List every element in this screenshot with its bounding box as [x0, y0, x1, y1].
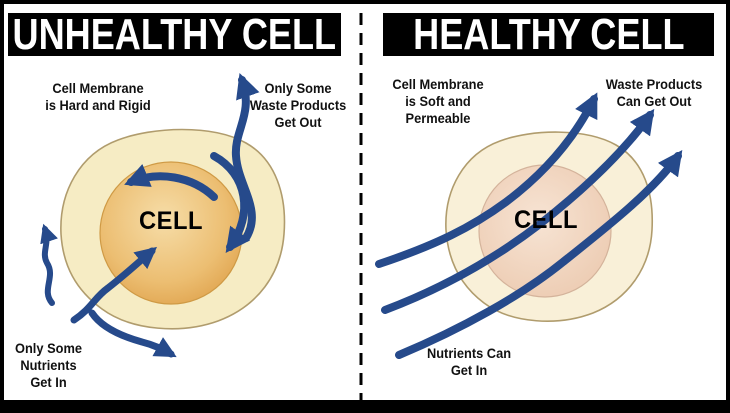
healthy-flow-arrow-top [375, 92, 598, 268]
blocked-nutrient-squiggle-arrow [40, 223, 58, 306]
healthy-membrane-note: Cell Membrane is Soft and Permeable [392, 77, 484, 126]
healthy-nutrient-note: Nutrients Can Get In [426, 346, 512, 378]
unhealthy-cell-label: CELL [139, 207, 203, 235]
healthy-waste-note: Waste Products Can Get Out [605, 77, 703, 109]
waste-escape-arrow [231, 72, 260, 242]
trapped-waste-left-arrow [124, 163, 218, 201]
bottom-black-bar [0, 400, 730, 413]
nutrient-entering-arrow [70, 246, 158, 324]
unhealthy-title: UNHEALTHY CELL [12, 10, 337, 59]
unhealthy-waste-note: Only Some Waste Products Get Out [249, 81, 347, 130]
unhealthy-nutrient-note: Only Some Nutrients Get In [14, 341, 83, 390]
healthy-flow-arrow-bottom [395, 149, 683, 359]
deflected-nutrient-arrow [88, 309, 177, 358]
healthy-title: HEALTHY CELL [412, 10, 685, 59]
healthy-flow-arrow-middle [381, 108, 655, 314]
healthy-title-bar: HEALTHY CELL [383, 13, 714, 56]
trapped-waste-curl-arrow [210, 152, 251, 254]
healthy-cell-label: CELL [514, 206, 578, 234]
unhealthy-title-bar: UNHEALTHY CELL [8, 13, 341, 56]
unhealthy-membrane-note: Cell Membrane is Hard and Rigid [45, 81, 151, 113]
